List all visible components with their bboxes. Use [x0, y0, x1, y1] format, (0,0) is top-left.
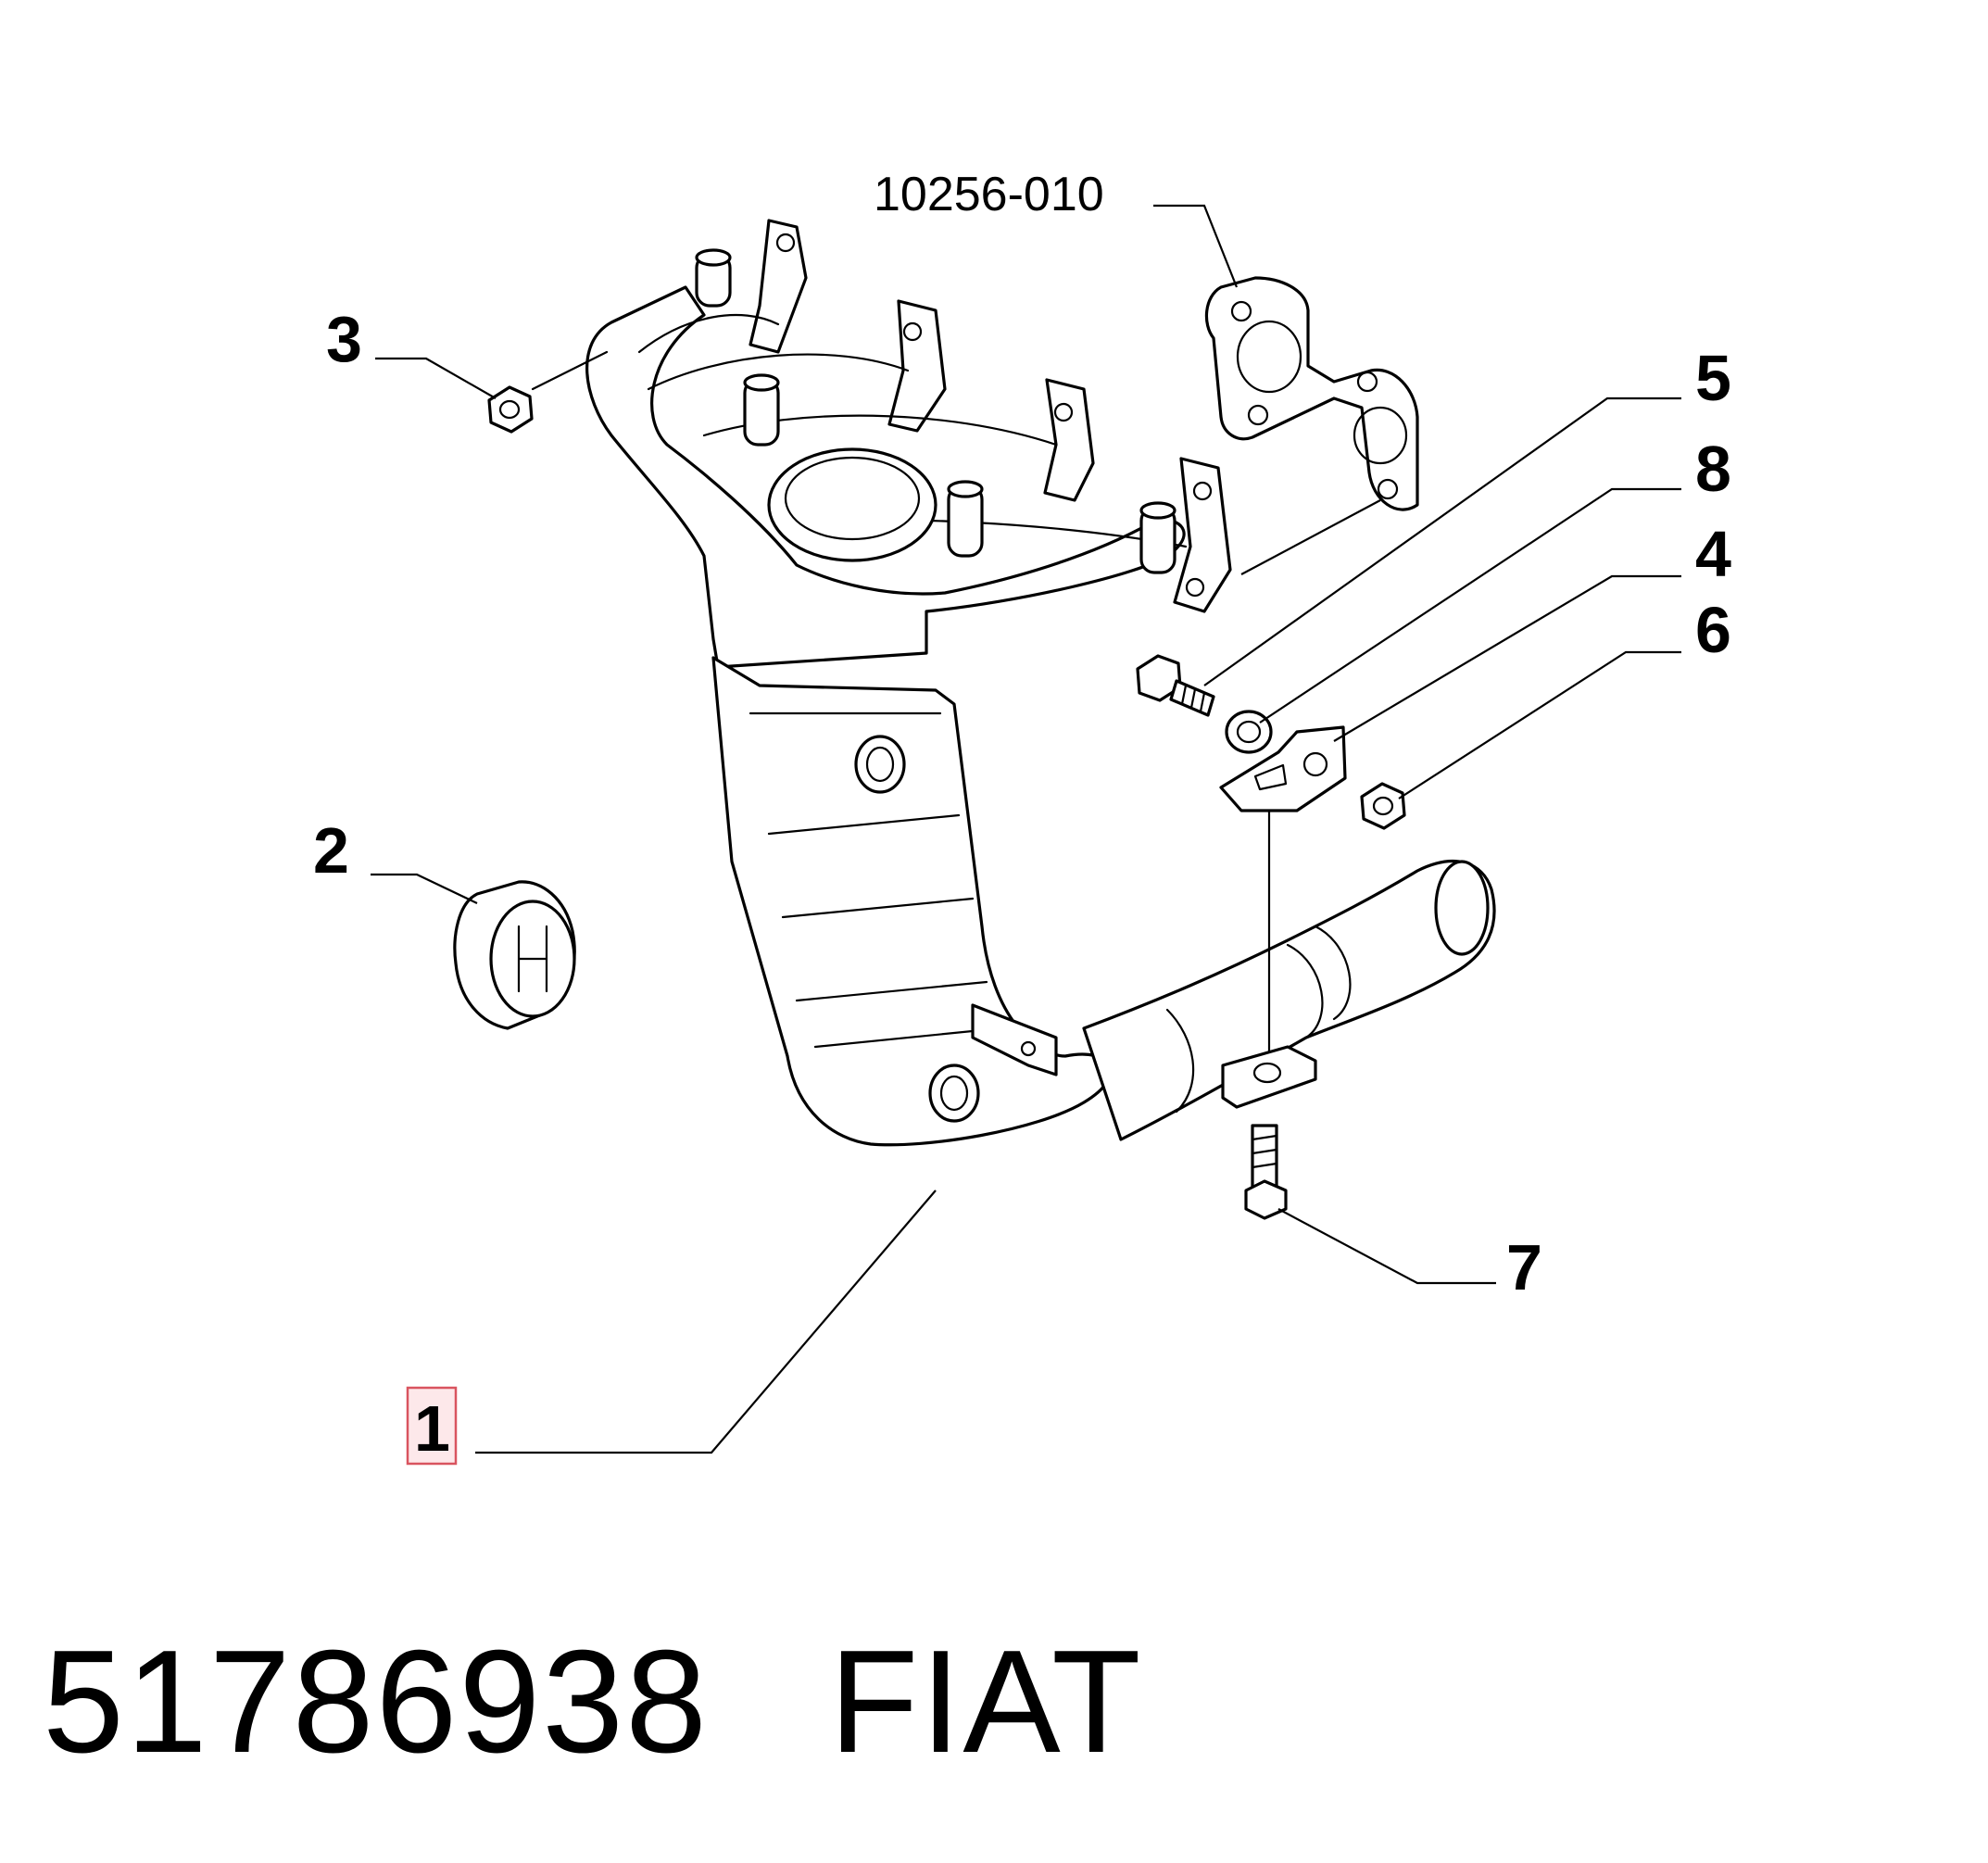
callout-1-highlight: [406, 1386, 458, 1466]
callout-8[interactable]: 8: [1695, 433, 1731, 505]
leader-6: [1398, 650, 1681, 799]
callout-3[interactable]: 3: [326, 303, 362, 375]
bracket-bolt: [1136, 654, 1215, 717]
brand-name: FIAT: [828, 1620, 1143, 1783]
callout-6[interactable]: 6: [1695, 594, 1731, 666]
bracket-nut: [1360, 782, 1406, 830]
support-bracket: [1219, 725, 1347, 1053]
manifold-gasket: [1204, 276, 1419, 511]
leader-7: [1277, 1208, 1496, 1285]
leader-1: [475, 1190, 937, 1454]
clamp-bolt: [1244, 1124, 1288, 1220]
leader-5: [1203, 397, 1681, 686]
washer: [1225, 710, 1273, 754]
exhaust-manifold-catalytic-converter: [585, 219, 1496, 1147]
reference-label: 10256-010: [874, 168, 1104, 221]
leader-gasket-manifold: [1240, 499, 1381, 575]
leader-4: [1333, 574, 1681, 742]
callout-2[interactable]: 2: [313, 814, 349, 887]
callout-7[interactable]: 7: [1506, 1231, 1542, 1303]
leader-3: [375, 357, 497, 399]
leader-8: [1259, 487, 1681, 724]
part-number: 51786938: [43, 1620, 709, 1783]
leader-2: [371, 873, 478, 904]
leader-lines: [371, 204, 1681, 1454]
manifold-nut: [487, 350, 609, 434]
callout-4[interactable]: 4: [1695, 518, 1731, 590]
callout-5[interactable]: 5: [1695, 342, 1731, 414]
callout-1[interactable]: 1: [414, 1392, 450, 1465]
rubber-hanger: [453, 880, 576, 1030]
leader-reference: [1153, 204, 1239, 288]
